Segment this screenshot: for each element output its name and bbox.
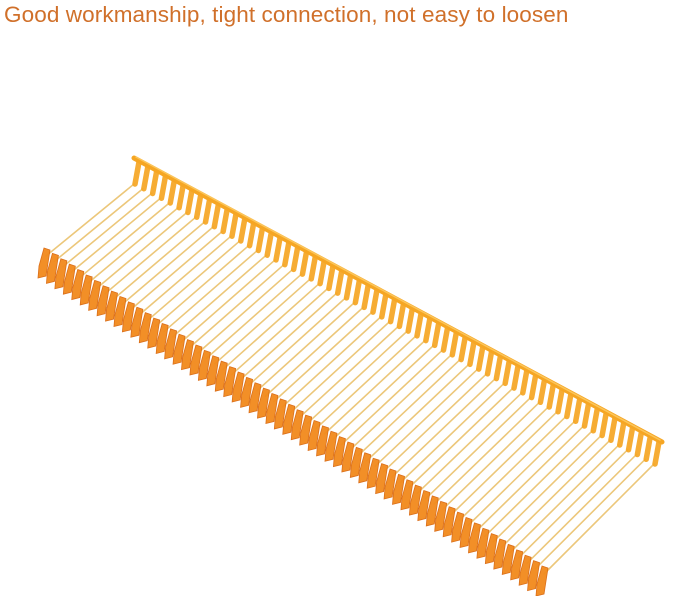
filaments: [45, 183, 655, 575]
runner-strip: [131, 155, 665, 467]
caption-text: Good workmanship, tight connection, not …: [4, 2, 569, 27]
t-bar-ends: [37, 247, 549, 596]
